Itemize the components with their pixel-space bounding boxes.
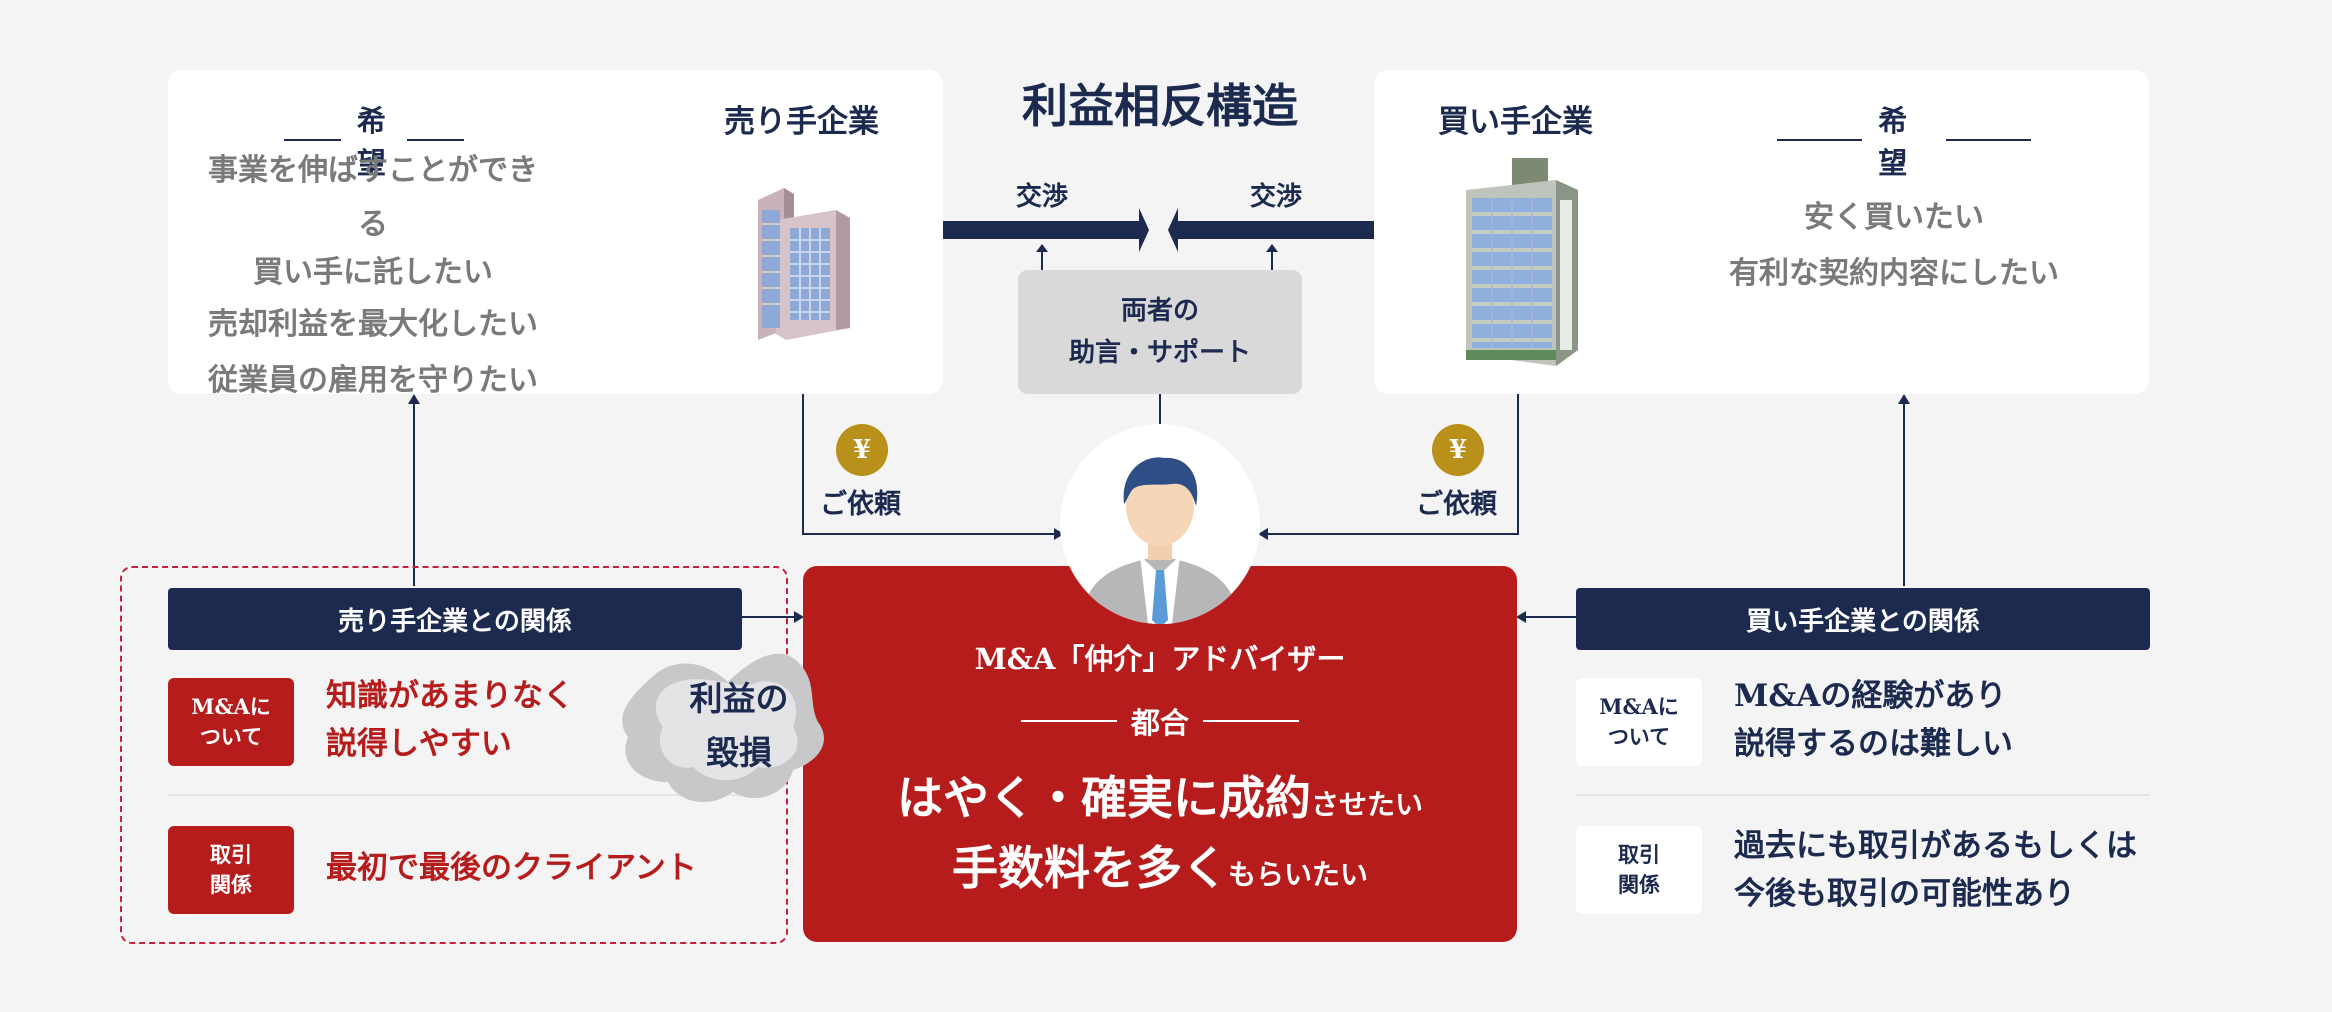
- seller-hope-heading: 希望: [268, 98, 480, 182]
- negotiation-label-left: 交渉: [1016, 182, 1069, 212]
- seller-hope-list: 事業を伸ばすことができる 買い手に託したい 売却利益を最大化したい 従業員の雇用…: [198, 144, 548, 408]
- request-label-right: ご依頼: [1416, 489, 1497, 520]
- buyer-building-illustration: [1466, 158, 1578, 366]
- seller-divider: [168, 794, 768, 796]
- buyer-company-label: 買い手企業: [1438, 104, 1593, 140]
- seller-deal-text: 最初で最後のクライアント: [326, 850, 697, 886]
- loss-cloud-shape: [622, 653, 824, 803]
- buyer-hope-heading: 希望: [1761, 98, 2047, 182]
- advisor-sub-heading: 都合: [803, 700, 1517, 742]
- seller-hope-item: 買い手に託したい: [253, 255, 493, 290]
- seller-card: 希望 売り手企業 事業を伸ばすことができる 買い手に託したい 売却利益を最大化し…: [168, 70, 943, 398]
- support-line1: 両者の: [1120, 296, 1199, 326]
- seller-ma-text: 知識があまりなく説得しやすい: [326, 678, 574, 762]
- seller-hope-item: 事業を伸ばすことができる: [208, 153, 538, 242]
- advisor-title: M&A「仲介」アドバイザー: [974, 642, 1346, 676]
- seller-hope-item: 売却利益を最大化したい: [208, 307, 538, 342]
- support-line2: 助言・サポート: [1068, 338, 1251, 368]
- buyer-tag-deal: 取引関係: [1576, 826, 1702, 914]
- seller-tag-ma: M&Aについて: [168, 678, 294, 766]
- seller-relation-bar: 売り手企業との関係: [168, 588, 742, 650]
- advisor-panel: M&A「仲介」アドバイザー 都合 はやく・確実に成約させたい 手数料を多くもらい…: [803, 566, 1517, 942]
- advisor-avatar: [1060, 424, 1260, 624]
- buyer-divider: [1576, 794, 2150, 796]
- negotiation-arrow-shapes: [943, 208, 1374, 252]
- buyer-deal-text: 過去にも取引があるもしくは今後も取引の可能性あり: [1734, 828, 2137, 912]
- advisor-wish-1: はやく・確実に成約させたい: [896, 771, 1423, 825]
- yen-coin-icon: ¥: [1432, 424, 1484, 476]
- page-title: 利益相反構造: [1022, 79, 1298, 133]
- seller-hope-item: 従業員の雇用を守りたい: [208, 363, 538, 398]
- yen-coin-icon: ¥: [836, 424, 888, 476]
- arrow-left-icon: [1168, 208, 1374, 252]
- buyer-hope-item: 有利な契約内容にしたい: [1729, 256, 2059, 291]
- loss-label: 利益の 毀損: [689, 679, 789, 772]
- buyer-card: 買い手企業 希望 安く買いたい 有利な契約内容にしたい: [1374, 70, 2149, 394]
- buyer-hope-list: 安く買いたい 有利な契約内容にしたい: [1704, 190, 2084, 302]
- negotiation-label-right: 交渉: [1250, 182, 1303, 212]
- arrow-right-icon: [943, 208, 1149, 252]
- seller-company-label: 売り手企業: [724, 104, 879, 140]
- buyer-relation-bar: 買い手企業との関係: [1576, 588, 2150, 650]
- support-box: 両者の 助言・サポート: [1018, 270, 1302, 394]
- advisor-wish-2: 手数料を多くもらいたい: [951, 841, 1368, 895]
- seller-tag-deal: 取引関係: [168, 826, 294, 914]
- request-label-left: ご依頼: [820, 489, 901, 520]
- buyer-tag-ma: M&Aについて: [1576, 678, 1702, 766]
- buyer-hope-item: 安く買いたい: [1804, 200, 1984, 235]
- seller-building-illustration: [758, 188, 850, 340]
- buyer-ma-text: M&Aの経験があり説得するのは難しい: [1734, 678, 2013, 762]
